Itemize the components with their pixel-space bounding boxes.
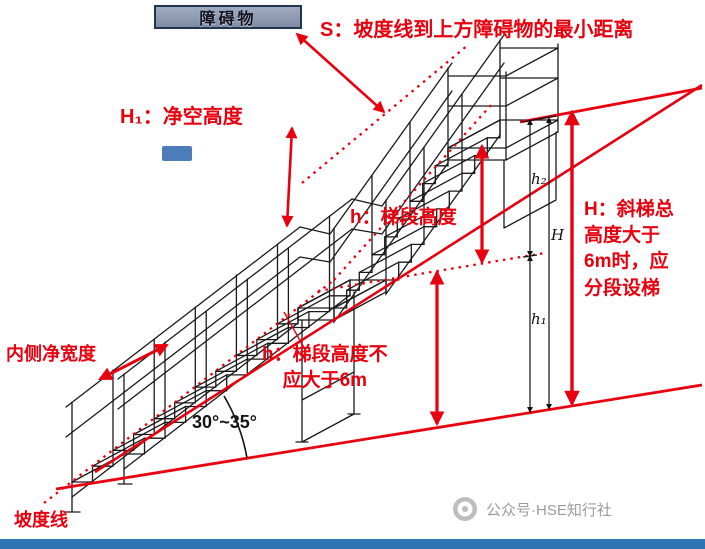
dim-H-label: H [551, 226, 565, 244]
lower-flight-handrails [65, 198, 353, 483]
obstacle-box: 障碍物 [154, 5, 302, 29]
flight-height-limit-label: h：梯段高度不 应大于6m [262, 344, 388, 392]
dim-mid-tick [522, 254, 538, 258]
extended-slope-line [94, 83, 703, 474]
top-platform [447, 43, 559, 229]
s-distance-label: S：坡度线到上方障碍物的最小距离 [320, 19, 634, 41]
angle-arc [223, 395, 248, 459]
slope-line-label: 坡度线 [14, 510, 68, 530]
dim-h1-label: h₁ [531, 310, 547, 328]
staircase-linework [65, 34, 559, 513]
watermark-text: 公众号·HSE知行社 [486, 501, 612, 519]
lower-flight-steps [65, 279, 351, 513]
top-level-line [519, 86, 703, 124]
h1-clearance-label: H₁：净空高度 [120, 106, 243, 128]
dim-h2-label: h₂ [531, 170, 547, 188]
dim-top-extension [521, 115, 557, 123]
limit-note-leader [283, 311, 303, 345]
total-height-note-label: H：斜梯总 高度大于 6m时，应 分段设梯 [584, 199, 674, 299]
bottom-bar [0, 539, 705, 549]
flight-height-label: h：梯段高度 [350, 207, 457, 228]
h1-clearance-arrow [281, 126, 298, 228]
inner-width-arrow [98, 343, 169, 381]
embedded-logo [162, 146, 192, 161]
ground-line [55, 383, 703, 491]
footer-watermark: 公众号·HSE知行社 [452, 496, 612, 522]
red-arrows [98, 32, 580, 427]
upper-flight-handrails [299, 34, 505, 309]
dimension-lines [521, 115, 557, 413]
s-distance-arrow [295, 32, 386, 114]
angle-label: 30°~35° [192, 412, 257, 432]
red-reference-lines [43, 44, 703, 504]
obstacle-label: 障碍物 [199, 11, 257, 28]
inner-width-label: 内侧净宽度 [6, 344, 96, 364]
watermark-logo-icon [453, 497, 477, 521]
